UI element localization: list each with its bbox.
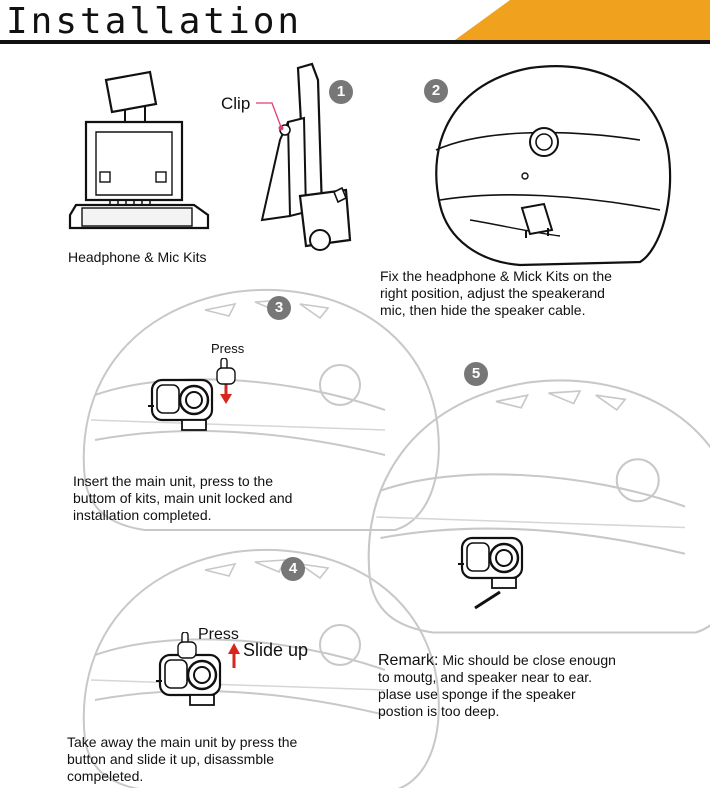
kit-caption: Headphone & Mic Kits: [68, 249, 207, 265]
step-badge-2: 2: [424, 79, 448, 103]
pointing-hand-icon: [216, 358, 236, 385]
page-title: Installation: [6, 1, 303, 42]
step2-caption: Fix the headphone & Mick Kits on the rig…: [380, 268, 612, 318]
clip-leader-line: [256, 102, 282, 128]
main-unit-step4: [154, 653, 222, 707]
mic-boom: [474, 590, 501, 610]
helmet-step5: [367, 379, 710, 634]
kit-front-illustration: [68, 70, 210, 230]
press-label-step3: Press: [211, 341, 245, 356]
kit-side-illustration: [260, 62, 352, 251]
page-header: Installation: [0, 0, 710, 44]
step-badge-5: 5: [464, 362, 488, 386]
header-rule: [0, 40, 710, 44]
clip-marker: [278, 125, 284, 131]
main-unit-step5: [456, 536, 524, 590]
step-badge-3: 3: [267, 296, 291, 320]
press-label-step4: Press: [198, 626, 239, 643]
pointing-hand-icon: [177, 632, 197, 659]
step-badge-1: 1: [329, 80, 353, 104]
slide-up-label: Slide up: [243, 640, 309, 660]
clip-label: Clip: [221, 94, 251, 113]
remark-label: Remark:: [378, 652, 439, 669]
step4-caption: Take away the main unit by press the but…: [67, 734, 298, 784]
step-badge-4: 4: [281, 557, 305, 581]
remark-block: Remark: Mic should be close enougn to mo…: [378, 652, 616, 720]
remark-text: Mic should be close enougn to moutg, and…: [378, 652, 616, 719]
header-accent: [455, 0, 710, 40]
step3-caption: Insert the main unit, press to the butto…: [73, 473, 293, 523]
helmet-step2: [435, 65, 672, 267]
